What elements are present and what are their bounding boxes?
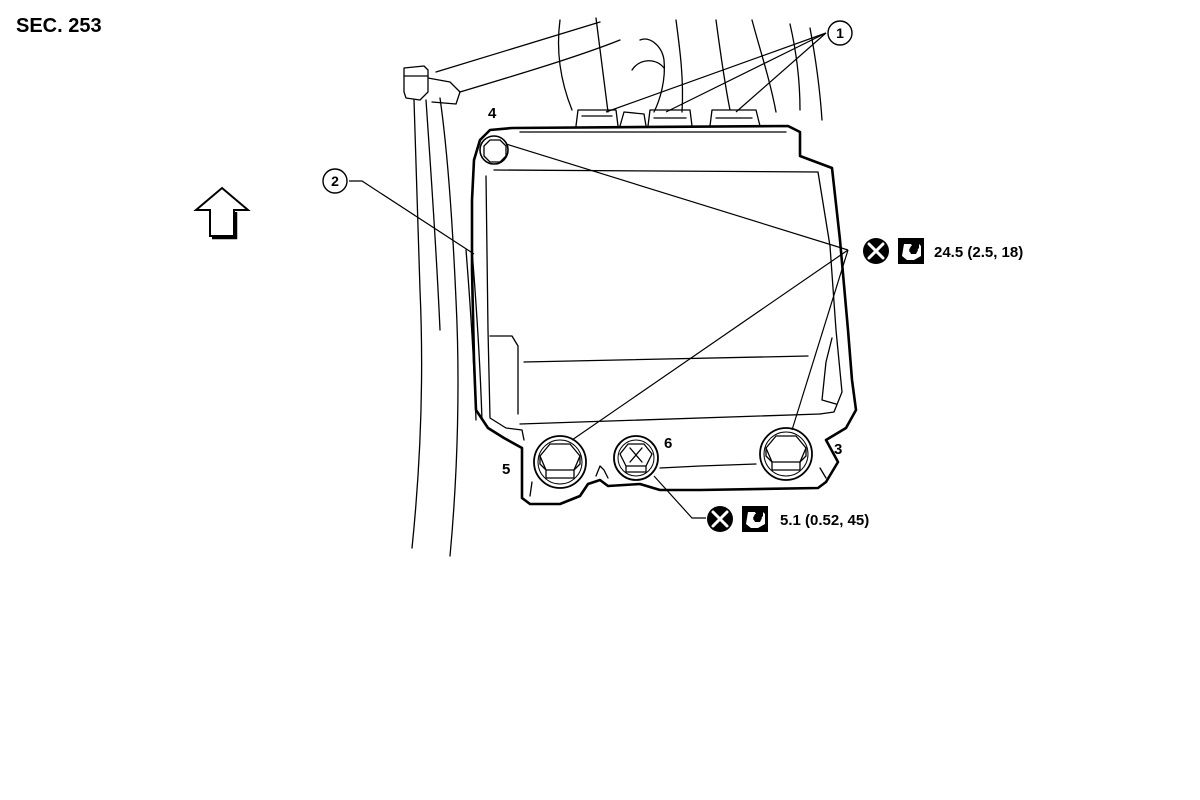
bolt-lower-left (533, 435, 587, 489)
vehicle-structure (403, 17, 823, 557)
connector-callout: 1 (827, 20, 853, 46)
bolt-lower-middle (613, 435, 659, 481)
bolt-upper-left (479, 135, 509, 165)
torque-value-main: 24.5 (2.5, 18) (934, 244, 1023, 261)
bolt-number-6: 6 (664, 435, 672, 452)
svg-text:2: 2 (331, 173, 339, 189)
leader-lines (349, 32, 849, 519)
front-arrow-icon (193, 186, 251, 240)
section-label: SEC. 253 (16, 15, 102, 37)
do-not-reuse-icon (863, 238, 889, 264)
harness-connectors (575, 109, 761, 127)
torque-wrench-icon (742, 506, 768, 532)
bolt-number-3: 3 (834, 441, 842, 458)
bolt-number-4: 4 (488, 105, 497, 122)
sensor-unit (470, 124, 858, 506)
harness-callout: 2 (322, 168, 348, 194)
do-not-reuse-icon (707, 506, 733, 532)
torque-spec-main: 24.5 (2.5, 18) (863, 238, 1023, 264)
svg-text:1: 1 (836, 25, 844, 41)
bolt-number-5: 5 (502, 461, 510, 478)
torque-value-small: 5.1 (0.52, 45) (780, 512, 869, 529)
torque-spec-small: 5.1 (0.52, 45) (707, 506, 869, 532)
bolt-lower-right (759, 427, 813, 481)
torque-wrench-icon (898, 238, 924, 264)
